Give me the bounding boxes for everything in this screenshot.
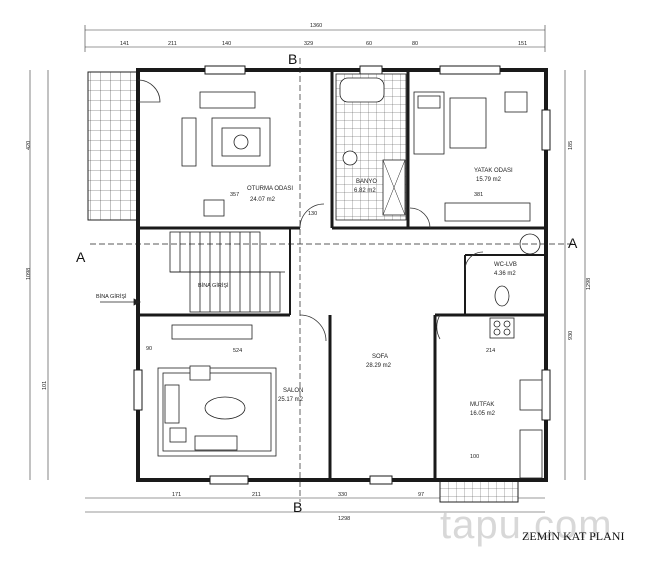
dimension-lines [29, 25, 586, 513]
room-yatak-area: 15.79 m2 [476, 177, 502, 183]
section-marker-a-left: A [76, 249, 86, 265]
dim-top-2: 211 [168, 41, 177, 47]
staircase [169, 231, 285, 313]
walls [136, 68, 548, 482]
dim-inner-1: 357 [230, 192, 239, 198]
dim-top-5: 60 [366, 41, 372, 47]
section-lines [90, 58, 575, 502]
room-oturma-name: OTURMA ODASI [247, 186, 293, 192]
room-banyo-name: BANYO [356, 179, 377, 185]
dim-inner-4: 214 [486, 348, 495, 354]
room-mutfak-area: 16.05 m2 [470, 411, 496, 417]
dim-top-3: 140 [222, 41, 231, 47]
dim-inner-3: 524 [233, 348, 242, 354]
room-wc-area: 4.36 m2 [494, 271, 516, 277]
dim-top-total: 1360 [310, 23, 322, 29]
room-wc-name: WC-LVB [494, 262, 517, 268]
windows [133, 65, 551, 485]
dim-top-4: 329 [304, 41, 313, 47]
room-salon-area: 25.17 m2 [278, 397, 304, 403]
entrance-arrow [100, 298, 141, 306]
salon-furniture [157, 324, 277, 457]
section-marker-a-right: A [568, 235, 578, 251]
room-banyo-area: 6.82 m2 [354, 188, 376, 194]
bathroom-fixtures [335, 73, 407, 221]
terrace-left [87, 71, 139, 221]
room-sofa-area: 28.29 m2 [366, 363, 392, 369]
dim-bottom-1: 171 [172, 492, 181, 498]
dim-bottom-total: 1298 [338, 516, 350, 522]
entrance-label: BİNA GİRİŞİ [96, 293, 127, 300]
room-salon-name: SALON [283, 388, 303, 394]
watermark: tapu.com [440, 503, 613, 547]
dim-top-6: 80 [412, 41, 418, 47]
dim-bottom-3: 330 [338, 492, 347, 498]
dim-right-1: 1298 [586, 278, 592, 290]
bedroom-furniture [413, 91, 531, 222]
dim-inner-6: 90 [146, 346, 152, 352]
plan-title: ZEMİN KAT PLANI [522, 529, 624, 543]
room-sofa-name: SOFA [372, 354, 388, 360]
dim-top-1: 141 [120, 41, 129, 47]
dim-inner-5: 130 [308, 211, 317, 217]
section-marker-b-top: B [288, 51, 297, 67]
dim-inner-2: 381 [474, 192, 483, 198]
dim-right-3: 185 [568, 141, 574, 150]
terrace-bottom-right [439, 479, 519, 503]
dim-bottom-2: 211 [252, 492, 261, 498]
section-marker-b-bottom: B [293, 499, 302, 515]
room-mutfak-name: MUTFAK [470, 402, 494, 408]
dim-left-2: 1098 [26, 268, 32, 280]
dim-inner-7: 100 [470, 454, 479, 460]
room-yatak-name: YATAK ODASI [474, 168, 513, 174]
living-room-furniture [181, 91, 271, 217]
dim-top-7: 151 [518, 41, 527, 47]
dim-left-3: 101 [42, 381, 48, 390]
dim-bottom-4: 97 [418, 492, 424, 498]
wc-fixtures [494, 233, 541, 307]
kitchen-fixtures [489, 317, 543, 479]
stair-label: BİNA GİRİŞİ [198, 282, 229, 289]
dim-right-2: 930 [568, 331, 574, 340]
dim-left-1: 420 [26, 141, 32, 150]
room-oturma-area: 24.07 m2 [250, 197, 276, 203]
